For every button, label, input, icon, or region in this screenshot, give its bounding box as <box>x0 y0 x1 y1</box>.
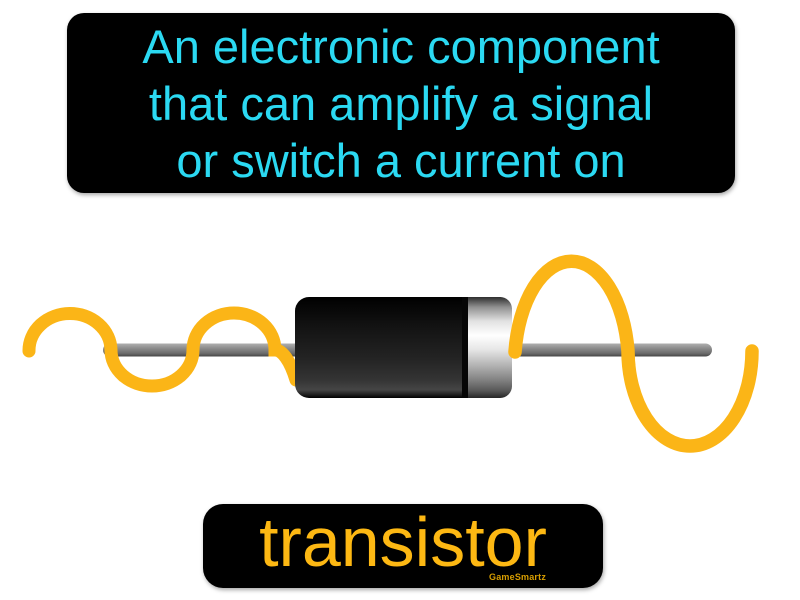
component-body <box>295 297 512 398</box>
definition-line: that can amplify a signal <box>148 76 654 130</box>
definition-line: An electronic component <box>142 19 660 73</box>
component-band <box>468 297 484 398</box>
output-signal-wave <box>508 254 759 453</box>
component-band-seam <box>462 297 468 398</box>
input-signal-wave <box>22 306 303 393</box>
term-card: transistor GameSmartz <box>203 504 603 588</box>
definition-line: or switch a current on <box>176 133 626 187</box>
definition-card: An electronic component that can amplify… <box>67 13 735 193</box>
term-label: transistor <box>259 503 547 581</box>
watermark-label: GameSmartz <box>489 572 547 582</box>
